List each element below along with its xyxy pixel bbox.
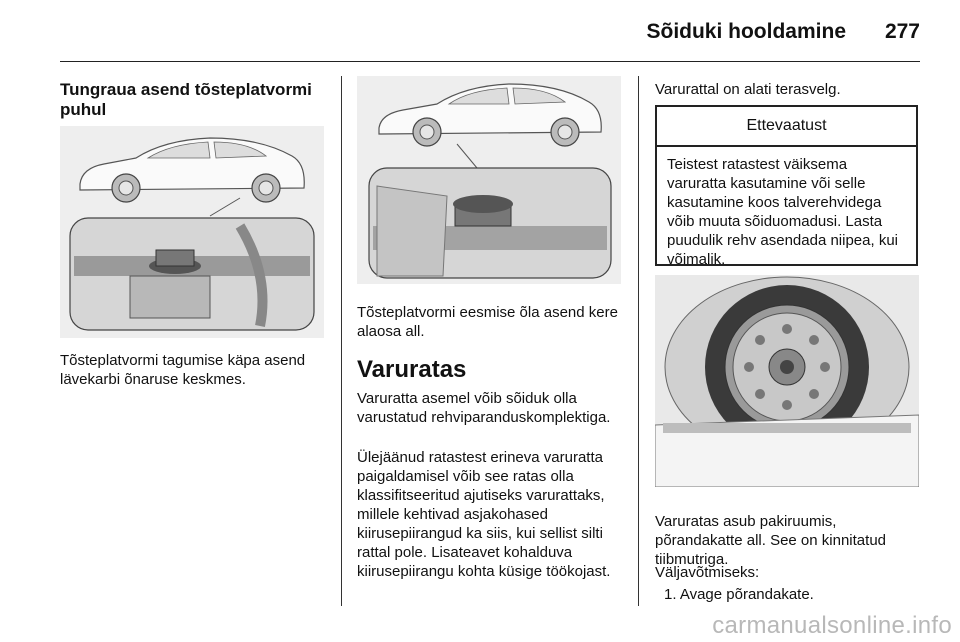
- spare-wheel-location: Varuratas asub pakiruumis, põrandakatte …: [655, 513, 886, 568]
- front-lift-arm-illustration: [357, 76, 621, 284]
- caution-box: Ettevaatust Teistest ratastest väiksema …: [655, 105, 918, 268]
- watermark: carmanualsonline.info: [712, 612, 952, 639]
- page-header: Sõiduki hooldamine 277: [0, 0, 960, 62]
- paragraph-repair-kit: Varuratta asemel võib sõiduk olla varust…: [357, 390, 611, 426]
- caution-text: Teistest ratastest väiksema varuratta ka…: [667, 156, 898, 268]
- paragraph-temporary-spare: Ülejäänud ratastest erineva varuratta pa…: [357, 449, 611, 580]
- steel-rim-note: Varurattal on alati terasvelg.: [655, 81, 841, 98]
- header-title: Sõiduki hooldamine: [646, 20, 846, 43]
- front-lift-arm-caption: Tõsteplatvormi eesmise õla asend kere al…: [357, 304, 618, 340]
- removal-step-1: 1. Avage põrandakate.: [664, 586, 814, 603]
- jack-position-heading: Tungraua asend tõsteplatvormi puhul: [60, 80, 312, 119]
- rear-lift-arm-illustration: [60, 126, 324, 338]
- header-rule: [60, 61, 920, 62]
- column-divider: [341, 76, 342, 606]
- rear-lift-arm-caption: Tõsteplatvormi tagumise käpa asend lävek…: [60, 352, 306, 388]
- caution-title: Ettevaatust: [657, 107, 916, 147]
- spare-wheel-illustration: [655, 275, 919, 487]
- column-divider: [638, 76, 639, 606]
- section-title-varuratas: Varuratas: [357, 356, 467, 383]
- removal-intro: Väljavõtmiseks:: [655, 564, 760, 581]
- page-number: 277: [884, 20, 920, 43]
